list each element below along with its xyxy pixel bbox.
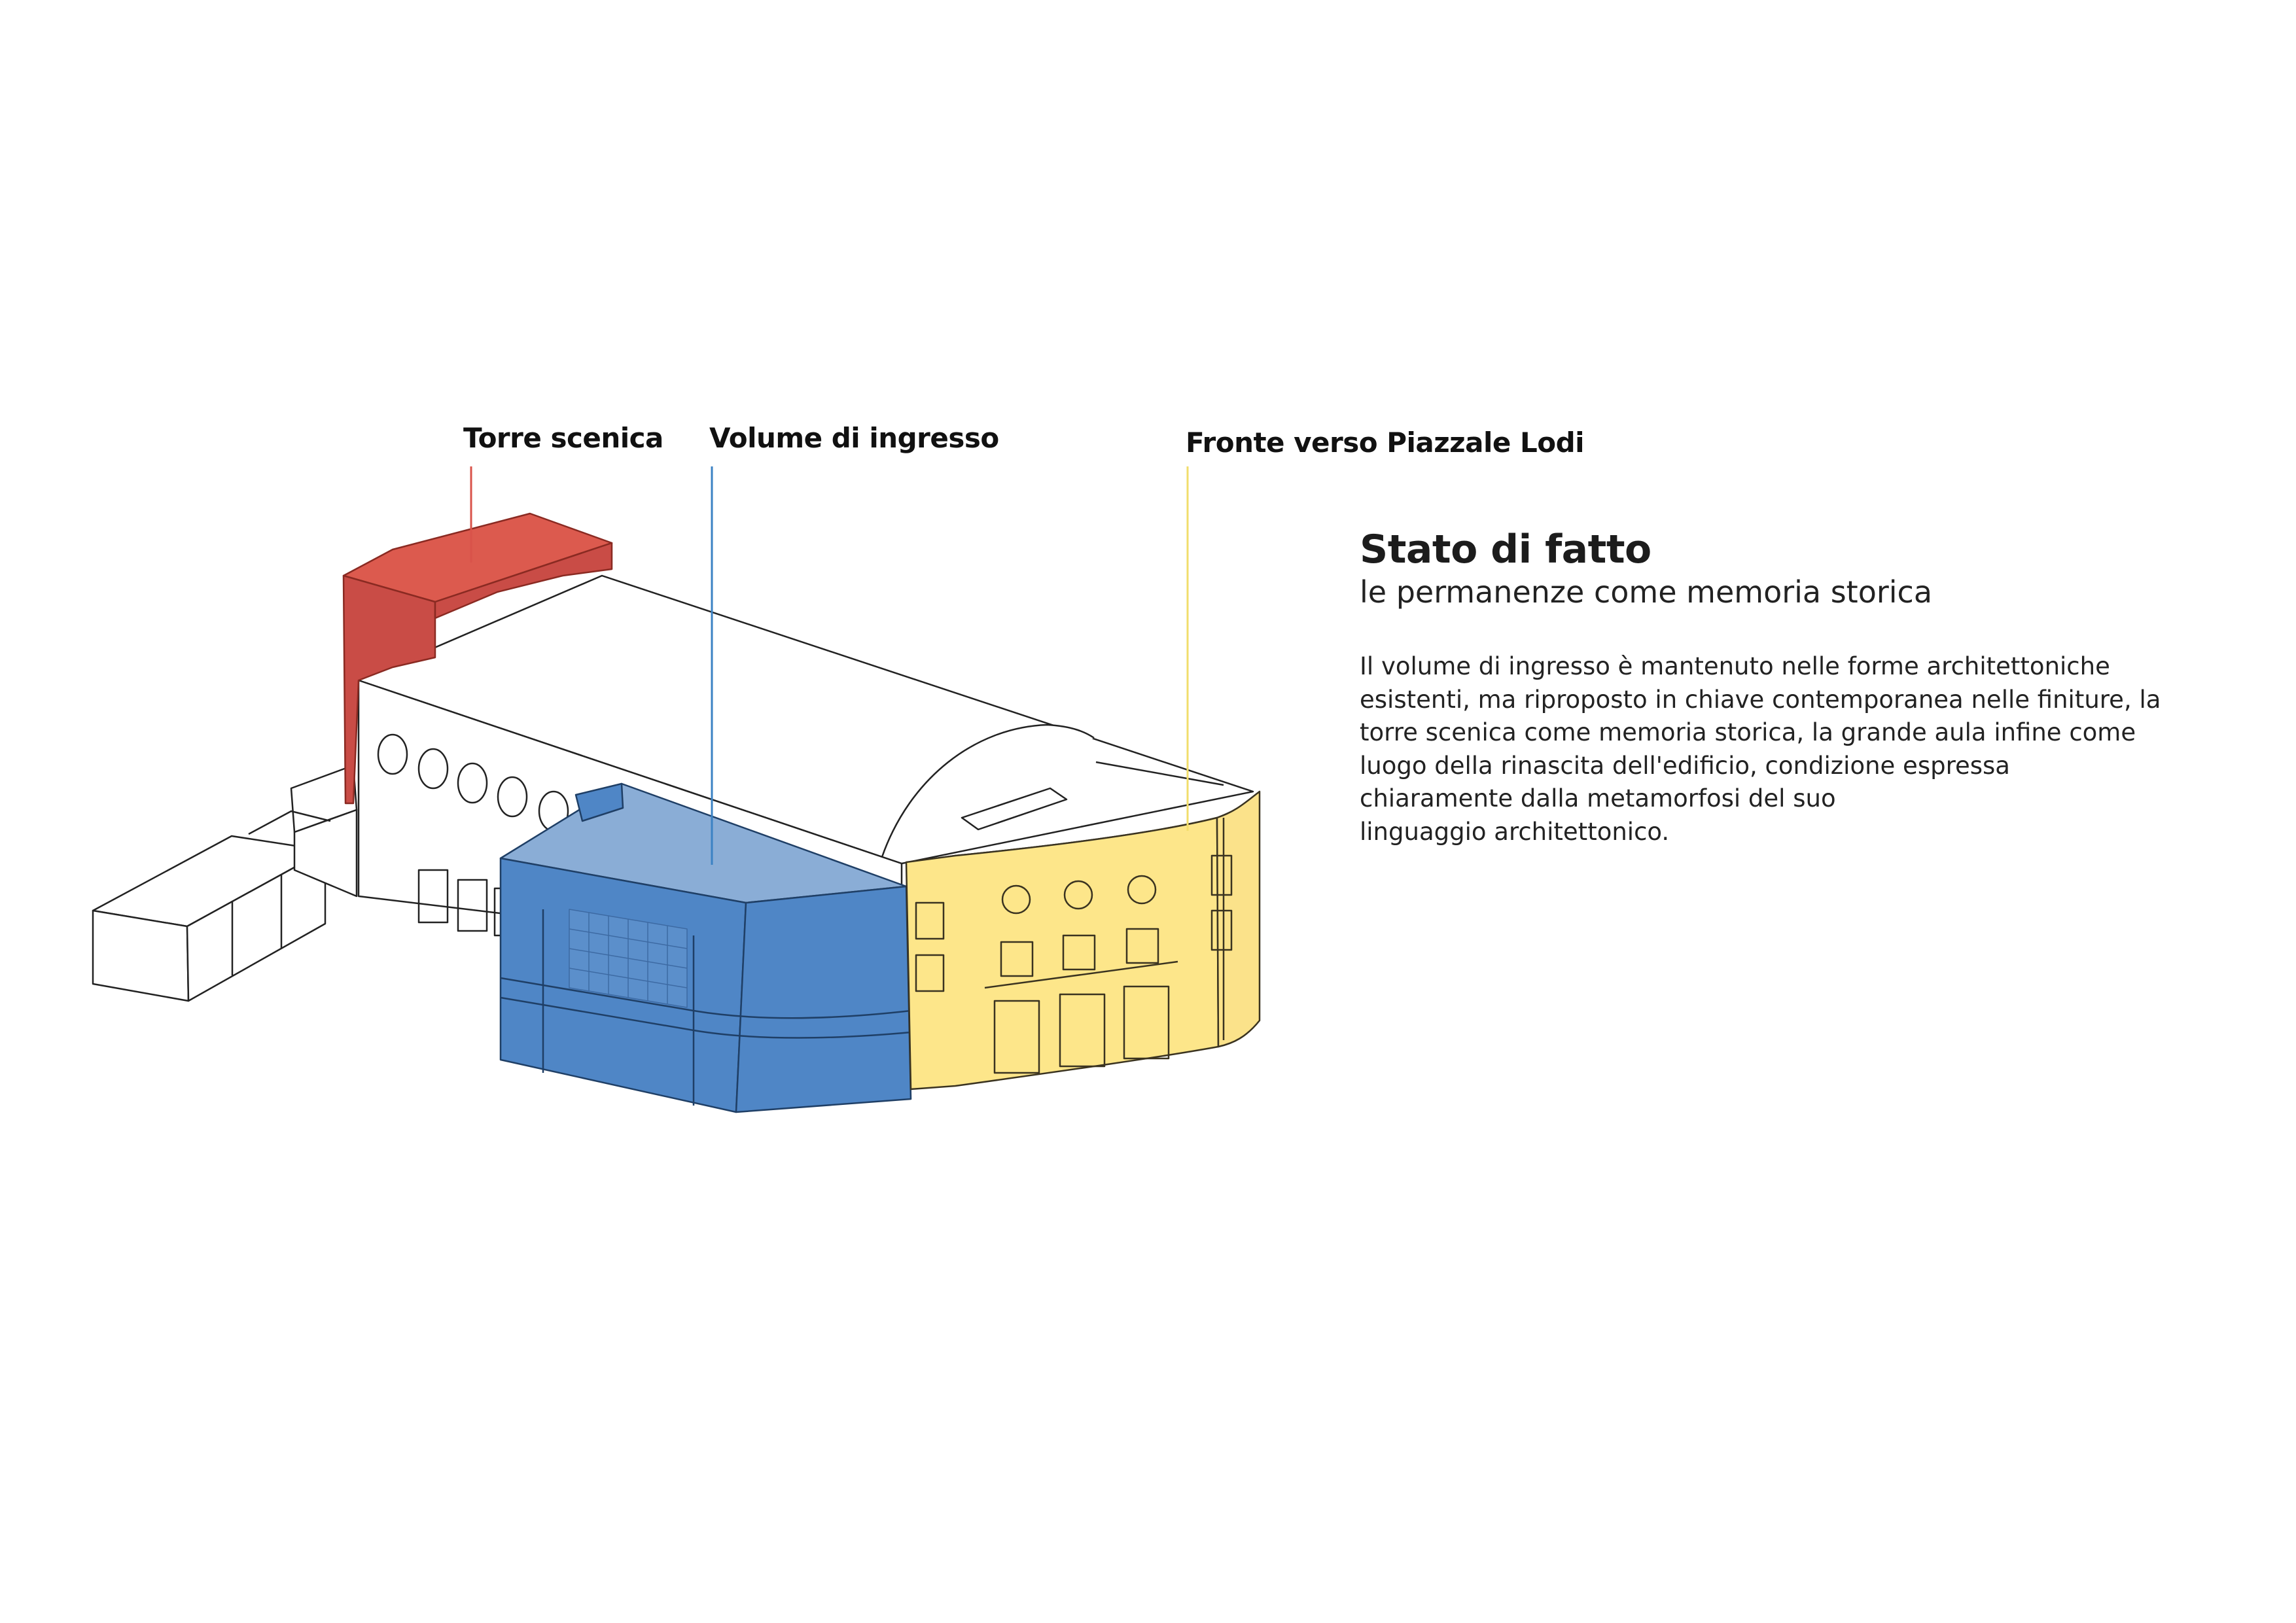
- description-line: Il volume di ingresso è mantenuto nelle …: [1360, 652, 2110, 680]
- description-line: torre scenica come memoria storica, la g…: [1360, 718, 2136, 746]
- label-torre-scenica: Torre scenica: [463, 422, 663, 454]
- description-line: chiaramente dalla metamorfosi del suo: [1360, 784, 1836, 812]
- page-subtitle: le permanenze come memoria storica: [1360, 574, 1933, 610]
- grid-screen: [569, 909, 688, 1008]
- label-fronte-piazzale-lodi: Fronte verso Piazzale Lodi: [1186, 427, 1585, 459]
- volume-ingresso: [499, 782, 912, 1113]
- page-title: Stato di fatto: [1360, 527, 1651, 572]
- porthole-windows: [377, 733, 569, 832]
- link-wall: [248, 764, 358, 898]
- fronte-piazzale-lodi: [905, 790, 1261, 1091]
- description-line: linguaggio architettonico.: [1360, 817, 1670, 846]
- description-line: esistenti, ma riproposto in chiave conte…: [1360, 685, 2161, 714]
- label-volume-ingresso: Volume di ingresso: [709, 422, 999, 454]
- annex-block: [92, 835, 327, 1002]
- description-line: luogo della rinascita dell'edificio, con…: [1360, 751, 2010, 780]
- torre-scenica-volume: [342, 512, 613, 805]
- description-text: Il volume di ingresso è mantenuto nelle …: [1360, 650, 2236, 848]
